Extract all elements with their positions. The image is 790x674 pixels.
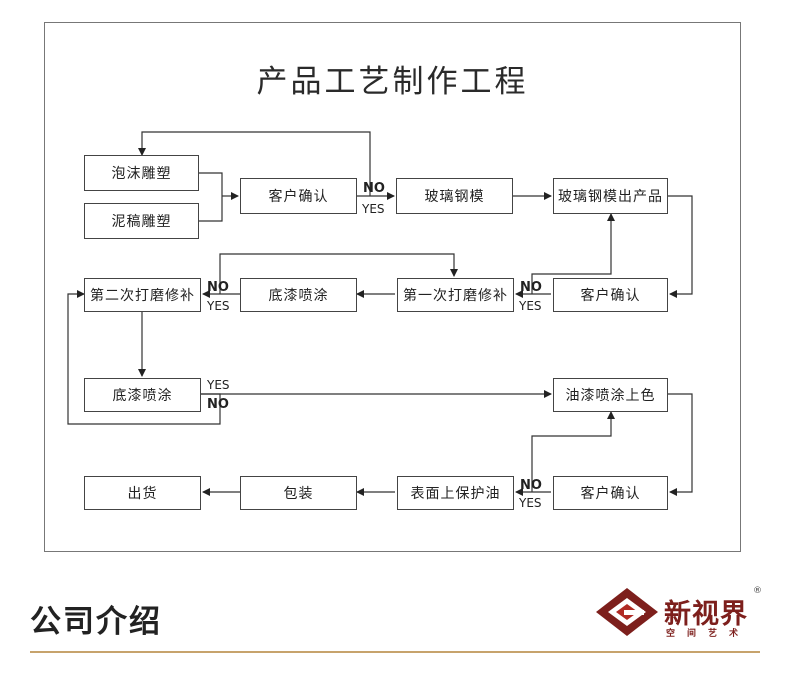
box-first-sanding: 第一次打磨修补: [397, 278, 514, 312]
label-no-5: NO: [520, 478, 542, 493]
label-yes-4: YES: [207, 378, 230, 392]
label-no-4: NO: [207, 397, 229, 412]
box-packing: 包装: [240, 476, 357, 510]
accent-divider: [30, 651, 760, 653]
label-yes-1: YES: [362, 202, 385, 216]
box-shipping: 出货: [84, 476, 201, 510]
label-yes-2: YES: [519, 299, 542, 313]
section-title: 公司介绍: [30, 604, 162, 640]
box-protective-oil: 表面上保护油: [397, 476, 514, 510]
box-customer-confirm-3: 客户确认: [553, 476, 668, 510]
box-fiberglass-mold: 玻璃钢模: [396, 178, 513, 214]
box-primer-spray-1: 底漆喷涂: [240, 278, 357, 312]
diagram-title: 产品工艺制作工程: [256, 64, 529, 100]
brand-subtitle: 空间艺术: [666, 629, 751, 639]
box-second-sanding: 第二次打磨修补: [84, 278, 201, 312]
label-no-2: NO: [520, 280, 542, 295]
box-customer-confirm-2: 客户确认: [553, 278, 668, 312]
box-foam-sculpture: 泡沫雕塑: [84, 155, 199, 191]
brand-name: 新视界: [664, 599, 748, 630]
registered-mark: ®: [753, 586, 762, 596]
diagram-frame: [44, 22, 741, 552]
box-clay-sculpture: 泥稿雕塑: [84, 203, 199, 239]
box-customer-confirm-1: 客户确认: [240, 178, 357, 214]
label-no-3: NO: [207, 280, 229, 295]
label-no-1: NO: [363, 181, 385, 196]
box-mold-product: 玻璃钢模出产品: [553, 178, 668, 214]
label-yes-5: YES: [519, 496, 542, 510]
box-paint-coloring: 油漆喷涂上色: [553, 378, 668, 412]
brand-logo-icon: [596, 588, 658, 636]
box-primer-spray-2: 底漆喷涂: [84, 378, 201, 412]
label-yes-3: YES: [207, 299, 230, 313]
